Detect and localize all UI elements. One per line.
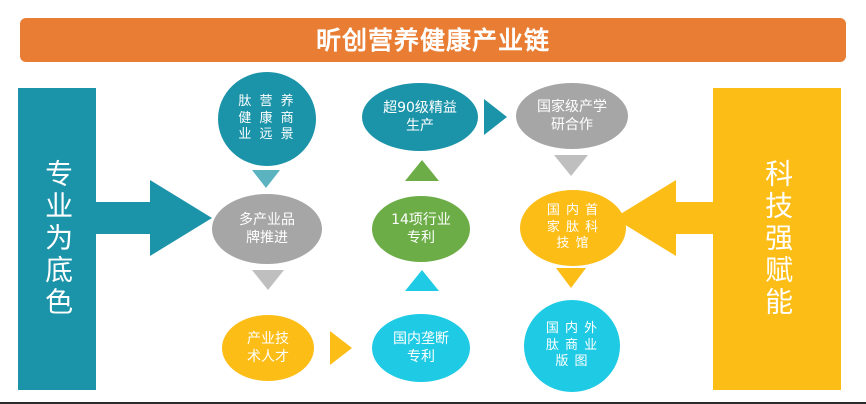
node-col2-2[interactable]: 14项行业 专利 (372, 196, 470, 262)
connector-col2-3-to-2 (405, 270, 439, 291)
node-col3-3-label: 国 内 外 肽 商 业 版 图 (545, 320, 599, 370)
node-col2-1[interactable]: 超90级精益 生产 (362, 83, 478, 151)
node-col1-2-label: 多产业品 牌推进 (239, 211, 295, 246)
connector-col3-2-to-3 (556, 268, 586, 288)
left-panel-label: 专业为底色 (41, 159, 75, 319)
node-col1-3-label: 产业技 术人才 (247, 330, 289, 365)
connector-col2-top-to-col3-top (484, 99, 507, 135)
connector-col1-bottom-to-col2-bottom (330, 331, 352, 365)
connector-col3-1-to-2 (554, 155, 588, 176)
right-panel: 科技强赋能 (713, 88, 841, 390)
connector-col1-2-to-3 (252, 270, 284, 290)
left-panel-arrow-right (88, 180, 212, 256)
node-col3-1-label: 国家级产学 研合作 (537, 98, 607, 133)
node-col2-2-label: 14项行业 专利 (391, 211, 451, 246)
page-title-banner: 昕创营养健康产业链 (20, 18, 846, 62)
node-col3-3[interactable]: 国 内 外 肽 商 业 版 图 (524, 300, 620, 392)
connector-col2-2-to-1 (405, 160, 439, 181)
right-panel-label: 科技强赋能 (761, 159, 795, 319)
node-col2-1-label: 超90级精益 生产 (383, 99, 457, 134)
connector-col1-1-to-2 (252, 170, 280, 188)
page-title: 昕创营养健康产业链 (315, 25, 550, 55)
node-col2-3-label: 国内垄断 专利 (393, 330, 449, 365)
node-col3-2-label: 国 内 首 家 肽 科 技 馆 (546, 202, 600, 252)
left-panel: 专业为底色 (18, 88, 96, 390)
node-col1-1[interactable]: 肽 营 养 健 康 商 业 远 景 (218, 72, 316, 166)
node-col2-3[interactable]: 国内垄断 专利 (372, 314, 470, 382)
node-col1-1-label: 肽 营 养 健 康 商 业 远 景 (238, 93, 296, 143)
node-col3-2[interactable]: 国 内 首 家 肽 科 技 馆 (520, 190, 626, 266)
right-panel-arrow-left (614, 180, 738, 256)
node-col1-2[interactable]: 多产业品 牌推进 (212, 194, 322, 264)
node-col3-1[interactable]: 国家级产学 研合作 (516, 83, 628, 149)
node-col1-3[interactable]: 产业技 术人才 (222, 315, 314, 381)
